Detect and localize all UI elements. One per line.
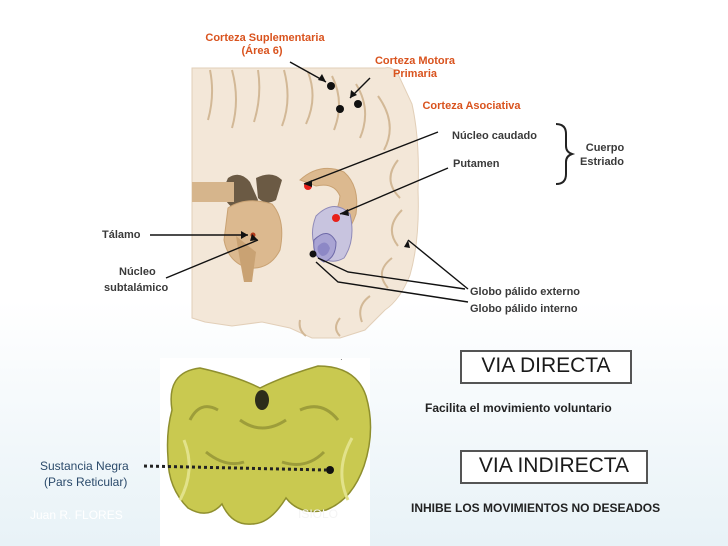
label-estriado: Estriado bbox=[579, 156, 624, 168]
label-cuerpo: Cuerpo bbox=[585, 142, 625, 154]
marker-supplementary bbox=[327, 82, 335, 90]
label-sustancia-negra: Sustancia Negra bbox=[40, 459, 129, 473]
brainstem-section: · bbox=[160, 355, 372, 546]
via-indirecta-description: INHIBE LOS MOVIMIENTOS NO DESEADOS bbox=[411, 501, 661, 515]
coronal-brain-section bbox=[191, 67, 419, 339]
label-pars-reticular: (Pars Reticular) bbox=[44, 475, 128, 489]
marker-putamen bbox=[332, 214, 340, 222]
via-directa-description: Facilita el movimiento voluntario bbox=[425, 401, 612, 415]
footer-partial-text: ISIOLO bbox=[298, 507, 339, 521]
label-nucleo-caudado: Núcleo caudado bbox=[452, 130, 537, 142]
via-directa-box: VIA DIRECTA bbox=[460, 350, 632, 384]
label-putamen: Putamen bbox=[453, 158, 500, 170]
footer-author: Juan R. FLORES bbox=[30, 508, 123, 522]
label-talamo: Tálamo bbox=[102, 229, 141, 241]
label-subtalamico: subtalámico bbox=[104, 282, 169, 294]
label-globo-interno: Globo pálido interno bbox=[470, 303, 578, 315]
label-corteza-asociativa: Corteza Asociativa bbox=[422, 100, 521, 112]
marker-motor-2 bbox=[354, 100, 362, 108]
label-primaria: Primaria bbox=[392, 68, 438, 80]
via-indirecta-box: VIA INDIRECTA bbox=[460, 450, 648, 484]
sustancia-negra-pointer bbox=[143, 464, 327, 472]
label-corteza-motora: Corteza Motora bbox=[374, 55, 456, 67]
label-corteza-suplementaria: Corteza Suplementaria bbox=[205, 32, 325, 44]
label-nucleo: Núcleo bbox=[119, 266, 156, 278]
label-area-6: (Área 6) bbox=[241, 45, 283, 57]
marker-pallidus bbox=[309, 250, 317, 258]
label-globo-externo: Globo pálido externo bbox=[470, 286, 581, 298]
marker-motor-1 bbox=[336, 105, 344, 113]
striatum-brace bbox=[555, 123, 576, 185]
svg-text:·: · bbox=[340, 355, 343, 364]
